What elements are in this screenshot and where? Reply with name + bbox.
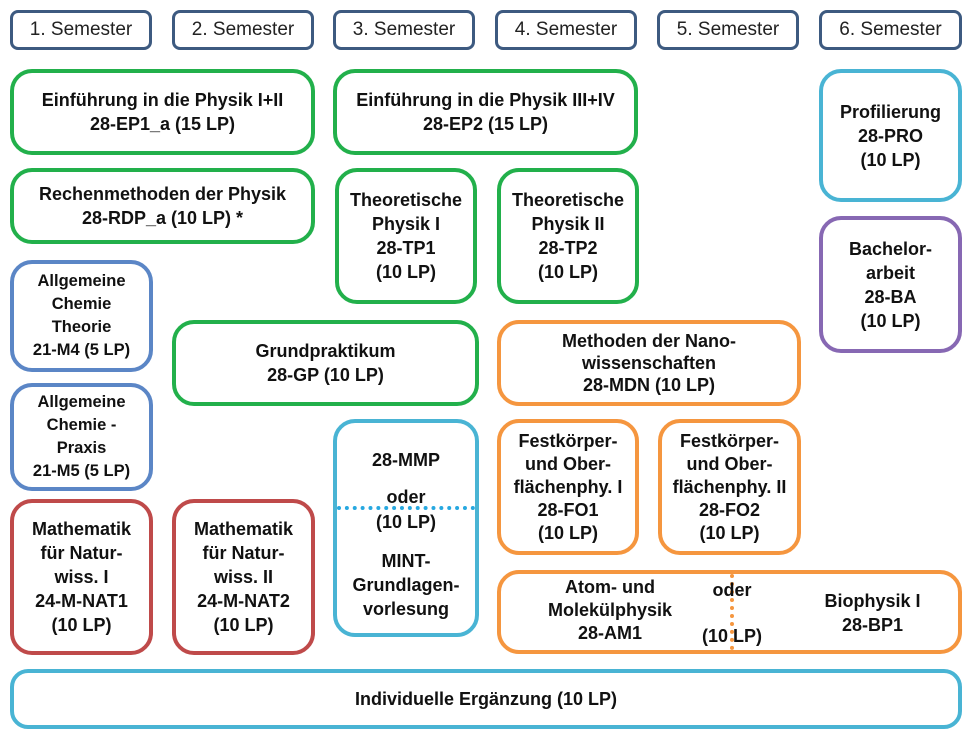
- module-m4-line: Theorie: [51, 318, 112, 336]
- module-mdn: Methoden der Nano- wissenschaften 28-MDN…: [497, 320, 801, 406]
- module-nat1-lp: (10 LP): [51, 615, 112, 635]
- module-ba-line: arbeit: [865, 262, 916, 283]
- module-ep2: Einführung in die Physik III+IV 28-EP2 (…: [333, 69, 638, 155]
- module-pro-code: 28-PRO: [857, 125, 924, 146]
- module-tp2-code: 28-TP2: [538, 238, 598, 258]
- module-pro-lp: (10 LP): [860, 149, 921, 170]
- module-mmp-lp: (10 LP): [375, 512, 436, 532]
- module-fo1: Festkörper- und Ober- flächenphy. I 28-F…: [497, 419, 639, 555]
- module-m4-line: Allgemeine: [37, 272, 126, 290]
- module-nat1-line: für Natur-: [40, 543, 123, 563]
- module-gp-title: Grundpraktikum: [255, 341, 396, 361]
- module-m4: Allgemeine Chemie Theorie 21-M4 (5 LP): [10, 260, 153, 372]
- module-fo2: Festkörper- und Ober- flächenphy. II 28-…: [658, 419, 801, 555]
- module-ep1-code: 28-EP1_a (15 LP): [89, 114, 236, 134]
- module-fo2-line: und Ober-: [686, 453, 773, 474]
- module-m4-line: Chemie: [51, 295, 112, 313]
- module-fo2-line: Festkörper-: [679, 430, 780, 451]
- module-fo1-line: und Ober-: [525, 453, 611, 474]
- semester-2-header: 2. Semester: [172, 10, 314, 50]
- module-nat1: Mathematik für Natur- wiss. I 24-M-NAT1 …: [10, 499, 153, 655]
- module-fo1-line: Festkörper-: [518, 430, 618, 451]
- module-fo2-line: flächenphy. II: [672, 476, 787, 497]
- module-am1: Atom- und Molekülphysik 28-AM1: [505, 576, 715, 645]
- module-mint-line: Grundlagen-: [352, 575, 460, 595]
- module-tp1: Theoretische Physik I 28-TP1 (10 LP): [335, 168, 477, 304]
- module-nat2: Mathematik für Natur- wiss. II 24-M-NAT2…: [172, 499, 315, 655]
- module-individuelle-ergaenzung: Individuelle Ergänzung (10 LP): [10, 669, 962, 729]
- module-ba-lp: (10 LP): [860, 310, 921, 331]
- module-nat1-line: wiss. I: [54, 567, 109, 587]
- module-mint-title: MINT- Grundlagen- vorlesung: [333, 549, 479, 621]
- module-ep1: Einführung in die Physik I+II 28-EP1_a (…: [10, 69, 315, 155]
- module-tp1-lp: (10 LP): [375, 262, 436, 282]
- module-m4-code: 21-M4 (5 LP): [32, 341, 131, 359]
- module-m5-line: Praxis: [56, 439, 107, 457]
- module-ba: Bachelor- arbeit 28-BA (10 LP): [819, 216, 962, 353]
- alternative-divider-vertical: [730, 574, 734, 650]
- module-ie-title: Individuelle Ergänzung (10 LP): [354, 689, 618, 709]
- module-nat1-line: Mathematik: [31, 519, 132, 539]
- module-fo1-code: 28-FO1: [537, 499, 599, 520]
- module-fo2-code: 28-FO2: [698, 499, 761, 520]
- module-am1-code: 28-AM1: [577, 623, 643, 643]
- semester-4-header: 4. Semester: [495, 10, 637, 50]
- module-mdn-line: wissenschaften: [581, 353, 717, 373]
- alternative-divider: [337, 506, 475, 510]
- module-tp2: Theoretische Physik II 28-TP2 (10 LP): [497, 168, 639, 304]
- semester-6-header: 6. Semester: [819, 10, 962, 50]
- module-tp1-code: 28-TP1: [376, 238, 436, 258]
- alternative-oder-label: oder: [386, 487, 426, 507]
- module-ep2-code: 28-EP2 (15 LP): [422, 114, 549, 134]
- module-mdn-line: Methoden der Nano-: [562, 331, 736, 351]
- module-am1-line: Atom- und: [565, 577, 655, 597]
- module-fo1-line: flächenphy. I: [513, 476, 623, 497]
- module-mint-line: MINT-: [381, 551, 431, 571]
- module-gp-code: 28-GP (10 LP): [267, 365, 384, 385]
- module-m5: Allgemeine Chemie - Praxis 21-M5 (5 LP): [10, 383, 153, 491]
- module-nat2-line: wiss. II: [213, 567, 274, 587]
- module-nat2-line: Mathematik: [193, 519, 294, 539]
- module-ba-code: 28-BA: [864, 286, 917, 307]
- module-rdp: Rechenmethoden der Physik 28-RDP_a (10 L…: [10, 168, 315, 244]
- module-am-bp-lp: (10 LP): [701, 626, 762, 646]
- module-rdp-title: Rechenmethoden der Physik: [38, 184, 287, 204]
- module-nat2-line: für Natur-: [202, 543, 285, 563]
- module-tp1-line: Theoretische: [349, 190, 463, 210]
- module-mmp-code: 28-MMP: [371, 450, 440, 470]
- module-am-bp: [497, 570, 962, 654]
- module-nat1-code: 24-M-NAT1: [35, 591, 128, 611]
- module-ep1-title: Einführung in die Physik I+II: [41, 90, 284, 110]
- module-fo2-lp: (10 LP): [699, 522, 760, 543]
- module-bp1: Biophysik I 28-BP1: [790, 589, 955, 637]
- module-tp2-line: Physik II: [531, 214, 605, 234]
- module-rdp-code: 28-RDP_a (10 LP) *: [81, 208, 244, 228]
- module-tp2-lp: (10 LP): [537, 262, 598, 282]
- semester-5-header: 5. Semester: [657, 10, 799, 50]
- module-nat2-code: 24-M-NAT2: [197, 591, 290, 611]
- module-m5-code: 21-M5 (5 LP): [32, 462, 131, 480]
- module-bp1-title: Biophysik I: [824, 591, 921, 611]
- module-pro: Profilierung 28-PRO (10 LP): [819, 69, 962, 202]
- module-tp1-line: Physik I: [371, 214, 441, 234]
- module-ep2-title: Einführung in die Physik III+IV: [356, 90, 615, 110]
- semester-1-header: 1. Semester: [10, 10, 152, 50]
- module-fo1-lp: (10 LP): [537, 522, 598, 543]
- module-gp: Grundpraktikum 28-GP (10 LP): [172, 320, 479, 406]
- module-m5-line: Chemie -: [46, 416, 117, 434]
- module-m5-line: Allgemeine: [37, 393, 126, 411]
- module-nat2-lp: (10 LP): [213, 615, 274, 635]
- module-mdn-code: 28-MDN (10 LP): [582, 375, 716, 395]
- module-mint-line: vorlesung: [362, 599, 450, 619]
- module-ba-line: Bachelor-: [848, 238, 933, 259]
- alternative-oder-label: oder: [712, 580, 752, 600]
- module-mmp-mint: [333, 419, 479, 637]
- module-am1-line: Molekülphysik: [547, 600, 673, 620]
- module-tp2-line: Theoretische: [511, 190, 625, 210]
- module-pro-title: Profilierung: [839, 101, 941, 122]
- module-bp1-code: 28-BP1: [841, 615, 904, 635]
- semester-3-header: 3. Semester: [333, 10, 475, 50]
